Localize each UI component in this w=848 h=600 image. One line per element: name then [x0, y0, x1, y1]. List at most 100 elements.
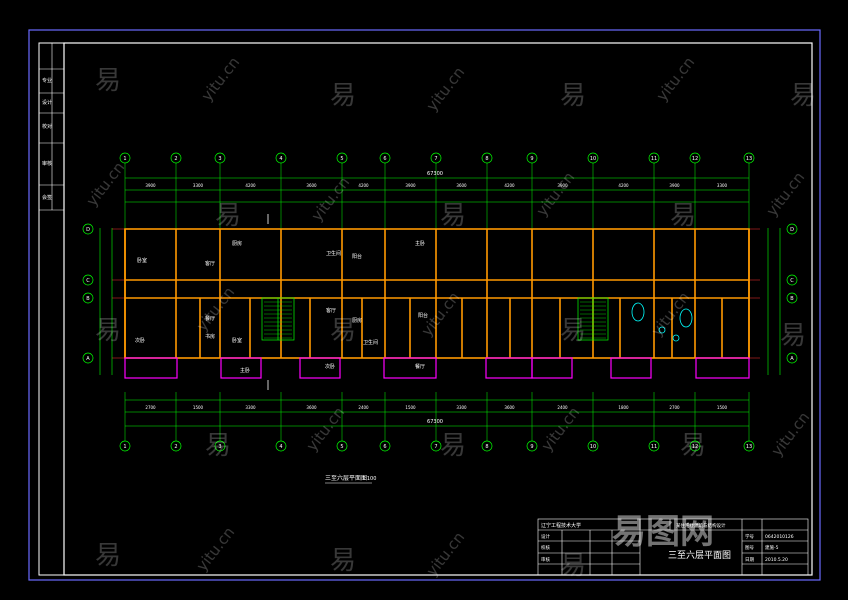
- axis-bubble: [743, 152, 755, 164]
- axis-bubble: [587, 440, 599, 452]
- row-label: C: [86, 278, 90, 284]
- axis-label: 2: [174, 156, 177, 162]
- axis-bubble: [481, 152, 493, 164]
- axis-bubble: [526, 440, 538, 452]
- dimension-lines-side: [99, 228, 781, 375]
- axis-bubble: [587, 152, 599, 164]
- axis-bubble: [481, 440, 493, 452]
- dim-text: 2700: [669, 405, 680, 410]
- axis-bubble: [379, 440, 391, 452]
- balcony: [299, 357, 341, 379]
- title-block-cell: 校核: [541, 544, 550, 551]
- axis-bubble: [170, 152, 182, 164]
- dim-text: 1500: [193, 405, 204, 410]
- axis-label: 3: [218, 156, 221, 162]
- stairs-left: [261, 297, 295, 341]
- title-block-cell: 学号: [745, 533, 754, 540]
- title-school: 辽宁工程技术大学: [541, 522, 581, 529]
- dim-text: 4200: [504, 183, 515, 188]
- side-strip: 专业 设计 校对 审核 会签: [39, 43, 64, 211]
- axis-label: 9: [530, 444, 533, 450]
- dim-text: 3600: [306, 405, 317, 410]
- title-block-cell: 2010.5.20: [765, 557, 788, 563]
- row-bubble: [82, 352, 94, 364]
- balcony: [124, 357, 178, 379]
- title-project: 某住宅楼建筑与结构设计: [676, 522, 726, 529]
- room-label: 书房: [205, 333, 215, 340]
- axis-label: 3: [218, 444, 221, 450]
- axis-bubble: [119, 440, 131, 452]
- dim-text: 3900: [145, 183, 156, 188]
- row-label: A: [790, 356, 794, 362]
- axis-label: 8: [485, 156, 488, 162]
- room-label: 卫生间: [326, 250, 341, 257]
- axis-bubble: [119, 152, 131, 164]
- plan-caption: 三至六层平面图: [325, 474, 367, 482]
- balcony: [695, 357, 750, 379]
- axis-label: 12: [692, 156, 698, 162]
- row-label: B: [86, 296, 90, 302]
- room-label: 次卧: [135, 337, 145, 344]
- row-label: A: [86, 356, 90, 362]
- dim-text: 3900: [557, 183, 568, 188]
- room-label: 客厅: [326, 307, 336, 314]
- overall-dimension-top: 67300: [427, 171, 443, 177]
- inner-frame: [38, 42, 813, 576]
- axis-bubble: [526, 152, 538, 164]
- row-bubble: [82, 274, 94, 286]
- row-bubble: [786, 274, 798, 286]
- balcony: [531, 357, 573, 379]
- title-block-cell: 日期: [745, 557, 754, 563]
- side-strip-text-1: 设计: [42, 99, 52, 106]
- axis-label: 4: [279, 444, 282, 450]
- row-label: B: [790, 296, 794, 302]
- room-label: 阳台: [418, 312, 428, 319]
- axis-label: 11: [651, 444, 657, 450]
- balcony: [610, 357, 652, 379]
- row-bubble: [82, 223, 94, 235]
- dim-text: 2400: [557, 405, 568, 410]
- title-block-cell: 图号: [745, 545, 754, 551]
- axis-label: 10: [590, 156, 596, 162]
- row-label: D: [790, 227, 794, 233]
- dim-text: 1500: [405, 405, 416, 410]
- room-label: 次卧: [325, 363, 335, 370]
- axis-label: 5: [340, 156, 343, 162]
- room-labels: 卧室客厅厨房卫生间阳台主卧次卧餐厅书房卧室客厅厨房卫生间阳台主卧次卧餐厅: [135, 240, 428, 374]
- room-label: 主卧: [415, 240, 425, 247]
- room-label: 卧室: [137, 257, 147, 264]
- title-drawing-title: 三至六层平面图: [668, 549, 731, 561]
- dim-text: 3900: [405, 183, 416, 188]
- title-block: [537, 518, 809, 576]
- title-block-cell: 建施-5: [765, 544, 779, 551]
- balcony: [383, 357, 437, 379]
- room-label: 阳台: [352, 253, 362, 260]
- axis-bubble: [689, 152, 701, 164]
- title-block-cell: 设计: [541, 533, 550, 540]
- axis-label: 1: [123, 444, 126, 450]
- title-block-cell: 0642010126: [765, 534, 794, 540]
- dimension-lines-bottom: [125, 399, 749, 427]
- axis-label: 13: [746, 444, 752, 450]
- dim-text: 3600: [504, 405, 515, 410]
- axis-bubble: [170, 440, 182, 452]
- axis-label: 10: [590, 444, 596, 450]
- room-label: 客厅: [205, 260, 215, 267]
- balconies: [124, 357, 750, 379]
- row-bubble: [786, 352, 798, 364]
- axis-label: 8: [485, 444, 488, 450]
- room-label: 卫生间: [363, 339, 378, 346]
- dim-text: 3300: [456, 405, 467, 410]
- dim-text: 3600: [306, 183, 317, 188]
- axis-bubble: [379, 152, 391, 164]
- axis-label: 9: [530, 156, 533, 162]
- axis-bubble: [743, 440, 755, 452]
- side-strip-text-4: 会签: [42, 194, 52, 201]
- axis-bubble: [275, 152, 287, 164]
- dim-text: 1500: [717, 405, 728, 410]
- room-label: 卧室: [232, 337, 242, 344]
- axis-label: 6: [383, 444, 386, 450]
- balcony: [220, 357, 262, 379]
